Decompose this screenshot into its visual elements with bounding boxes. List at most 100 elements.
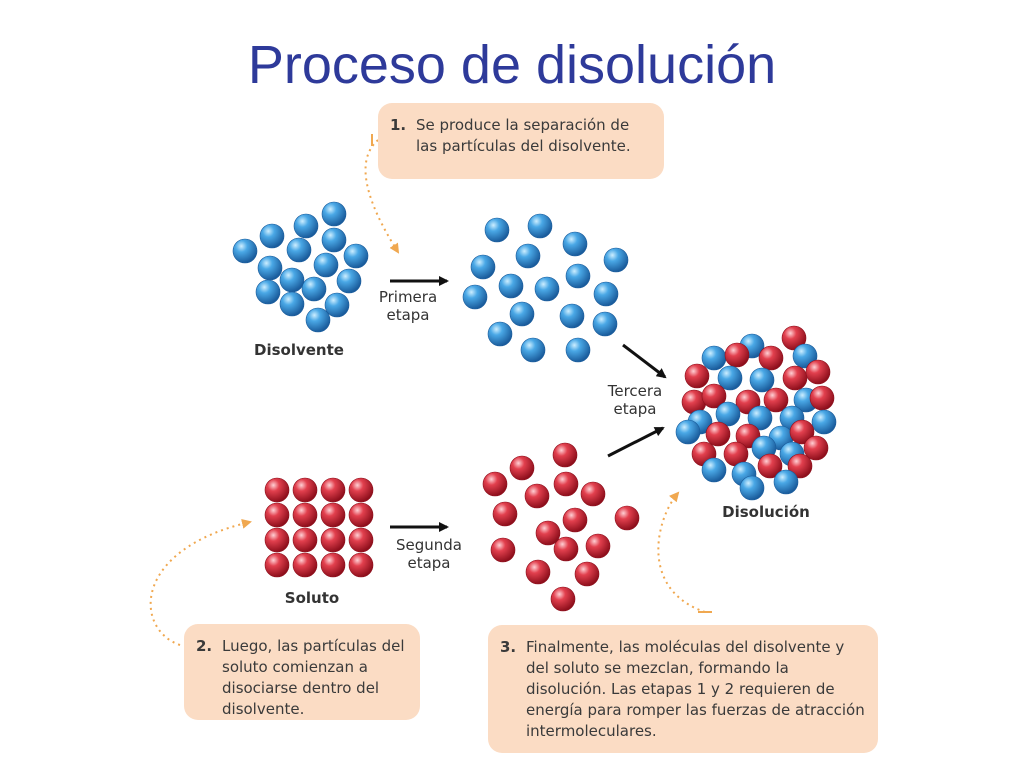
solvent-particle	[593, 281, 619, 307]
solute-particle	[552, 442, 578, 468]
solvent-particle	[811, 409, 837, 435]
solvent-particle	[279, 291, 305, 317]
solvent-particle	[286, 237, 312, 263]
note-2-number: 2.	[196, 637, 213, 655]
solute-particle	[490, 537, 516, 563]
solute-particle	[781, 325, 807, 351]
solute-particle	[614, 505, 640, 531]
solvent-particle	[470, 254, 496, 280]
solvent-particle	[259, 223, 285, 249]
solvent-particle	[527, 213, 553, 239]
note-3-number: 3.	[500, 638, 517, 656]
solute-particle	[264, 552, 290, 578]
solvent-particle	[255, 279, 281, 305]
solvent-particle	[301, 276, 327, 302]
solute-particle	[809, 385, 835, 411]
solute-particles	[264, 477, 374, 578]
solvent-particle	[336, 268, 362, 294]
solvent-particle	[321, 227, 347, 253]
solute-particle	[553, 536, 579, 562]
solute-particle	[763, 387, 789, 413]
slide-title: Proceso de disolución	[247, 35, 777, 95]
solvent-particle	[747, 405, 773, 431]
solute-particle	[724, 342, 750, 368]
label-stage-3: Tercera etapa	[607, 382, 663, 418]
label-stage-1: Primera etapa	[378, 288, 438, 324]
note-1-number: 1.	[390, 116, 407, 134]
solvent-particle	[603, 247, 629, 273]
label-solute: Soluto	[284, 589, 340, 607]
label-stage-2: Segunda etapa	[396, 536, 462, 572]
solvent-particle	[749, 367, 775, 393]
note3-connector	[657, 491, 706, 613]
solute-particle	[553, 471, 579, 497]
solute-particle	[550, 586, 576, 612]
solute-particle	[292, 527, 318, 553]
solvent-particle	[509, 301, 535, 327]
solvent-particle	[559, 303, 585, 329]
solvent-particle	[739, 475, 765, 501]
solute-particle	[264, 502, 290, 528]
solvent-particle	[257, 255, 283, 281]
solute-particle	[562, 507, 588, 533]
note-step-2: 2. Luego, las partículas del soluto comi…	[184, 624, 420, 720]
solvent-particle	[773, 469, 799, 495]
solute-particle	[492, 501, 518, 527]
solute-particle	[509, 455, 535, 481]
solute-particle	[574, 561, 600, 587]
solute-particle	[757, 453, 783, 479]
solute-particle	[348, 502, 374, 528]
solvent-particle	[324, 292, 350, 318]
solute-particle	[535, 520, 561, 546]
solvent-particle	[562, 231, 588, 257]
solute-particle	[292, 502, 318, 528]
solute-particle	[524, 483, 550, 509]
solvent-particle	[675, 419, 701, 445]
separated-solute-particles	[482, 442, 640, 612]
solvent-particle	[534, 276, 560, 302]
solute-particle	[320, 527, 346, 553]
solute-particle	[684, 363, 710, 389]
solvent-particle	[520, 337, 546, 363]
solute-particle	[758, 345, 784, 371]
solute-particle	[348, 477, 374, 503]
solute-particle	[787, 453, 813, 479]
solvent-particle	[515, 243, 541, 269]
solute-particle	[705, 421, 731, 447]
solvent-particle	[701, 345, 727, 371]
solvent-particle	[565, 263, 591, 289]
solvent-particle	[487, 321, 513, 347]
solute-particle	[482, 471, 508, 497]
separated-solvent-particles	[462, 213, 629, 363]
solvent-particle	[484, 217, 510, 243]
solvent-particle	[305, 307, 331, 333]
arrow-stage3-bottom	[607, 426, 665, 458]
note-3-text: Finalmente, las moléculas del disolvente…	[526, 638, 865, 740]
solvent-particle	[321, 201, 347, 227]
solute-particle	[580, 481, 606, 507]
solvent-particle	[462, 284, 488, 310]
solvent-particle	[313, 252, 339, 278]
solute-particle	[320, 502, 346, 528]
solute-particle	[320, 552, 346, 578]
solute-particle	[805, 359, 831, 385]
arrow-stage3-top	[622, 343, 667, 379]
note1-connector	[364, 139, 400, 254]
solute-particle	[264, 527, 290, 553]
solvent-particle	[565, 337, 591, 363]
note-step-1: 1. Se produce la separación de las partí…	[378, 103, 664, 179]
solute-particle	[292, 477, 318, 503]
solute-particle	[803, 435, 829, 461]
solute-particle	[348, 552, 374, 578]
solvent-particle	[592, 311, 618, 337]
note-2-text: Luego, las partículas del soluto comienz…	[222, 637, 405, 718]
solvent-particle	[498, 273, 524, 299]
solvent-particle	[717, 365, 743, 391]
solute-particle	[585, 533, 611, 559]
solute-particle	[320, 477, 346, 503]
solvent-particle	[701, 457, 727, 483]
solute-particle	[701, 383, 727, 409]
label-solvent: Disolvente	[254, 341, 344, 359]
label-solution: Disolución	[722, 503, 810, 521]
